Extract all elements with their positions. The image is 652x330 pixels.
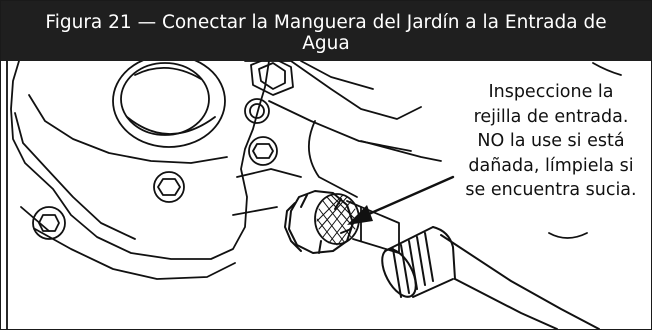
hex-bolt-left: [32, 206, 66, 240]
callout-line-4: dañada, límpiela si: [468, 155, 634, 176]
pump-housing: [6, 60, 270, 329]
inspection-callout: Inspeccione la rejilla de entrada. NO la…: [449, 80, 651, 203]
figure-title-line-2: Agua: [302, 33, 350, 54]
figure-title-line-1: Figura 21 — Conectar la Manguera del Jar…: [45, 12, 607, 33]
hex-bolt-upper: [250, 56, 294, 96]
callout-arrow: [347, 175, 455, 225]
callout-line-3: NO la use si está: [477, 131, 625, 151]
manifold-pipe: [232, 60, 442, 216]
pump-hub: [112, 54, 226, 148]
callout-bracket-top: [592, 62, 622, 76]
hex-bolt-middle: [248, 136, 278, 166]
callout-line-5: se encuentra sucia.: [465, 180, 637, 200]
hex-bolt-lower: [153, 171, 185, 203]
garden-hose: [381, 226, 600, 329]
callout-line-2: rejilla de entrada.: [473, 106, 629, 127]
figure-title-bar: Figura 21 — Conectar la Manguera del Jar…: [1, 1, 651, 61]
inlet-screen: [314, 193, 360, 246]
callout-bracket-bottom: [548, 232, 588, 239]
hex-bolt-small: [244, 98, 270, 124]
callout-line-1: Inspeccione la: [488, 82, 614, 102]
